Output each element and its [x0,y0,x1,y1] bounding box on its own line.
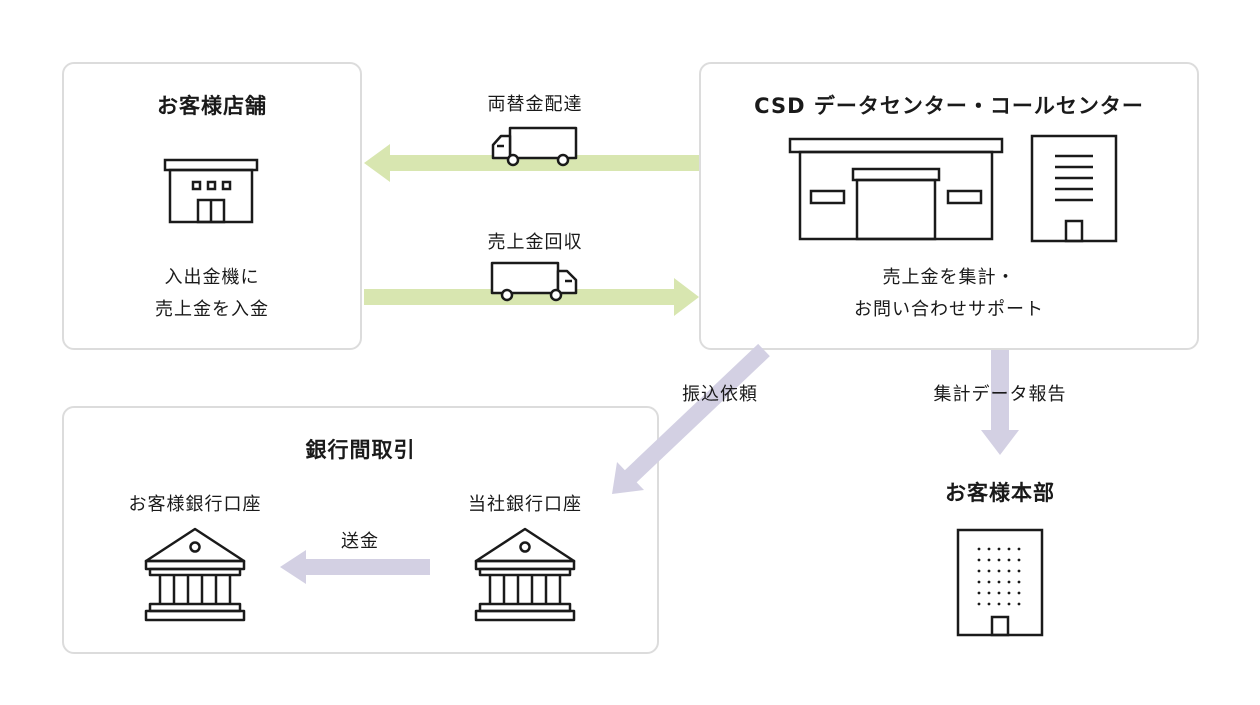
hq-building-icon [956,528,1044,637]
interbank-box [62,406,659,654]
customer-bank-icon [144,527,246,622]
collection-label: 売上金回収 [487,232,583,253]
center-desc-line2: お問い合わせサポート [854,299,1044,320]
center-desc-line1: 売上金を集計・ [882,267,1016,288]
customer-bank-account-label: お客様銀行口座 [128,494,262,515]
transfer-request-arrow [612,343,770,494]
truck-right-icon [490,261,578,302]
hq-title: お客様本部 [945,481,1055,505]
remittance-label: 送金 [341,531,379,552]
company-bank-account-label: 当社銀行口座 [468,494,582,515]
store-desc-line1: 入出金機に [164,267,260,288]
truck-left-icon [491,126,578,167]
remittance-arrow [280,550,430,584]
warehouse-icon [788,137,1004,241]
transfer-request-label: 振込依頼 [682,384,758,405]
collection-arrow [364,278,699,316]
store-title: お客様店舗 [157,94,267,118]
store-desc-line2: 売上金を入金 [155,299,269,320]
shop-icon [163,158,259,224]
report-arrow [981,350,1019,455]
company-bank-icon [474,527,576,622]
report-label: 集計データ報告 [933,384,1067,405]
interbank-title: 銀行間取引 [305,438,416,462]
center-title: CSD データセンター・コールセンター [754,94,1144,118]
office-building-icon [1030,134,1118,243]
exchange-arrow [364,144,699,182]
exchange-delivery-label: 両替金配達 [487,94,583,115]
